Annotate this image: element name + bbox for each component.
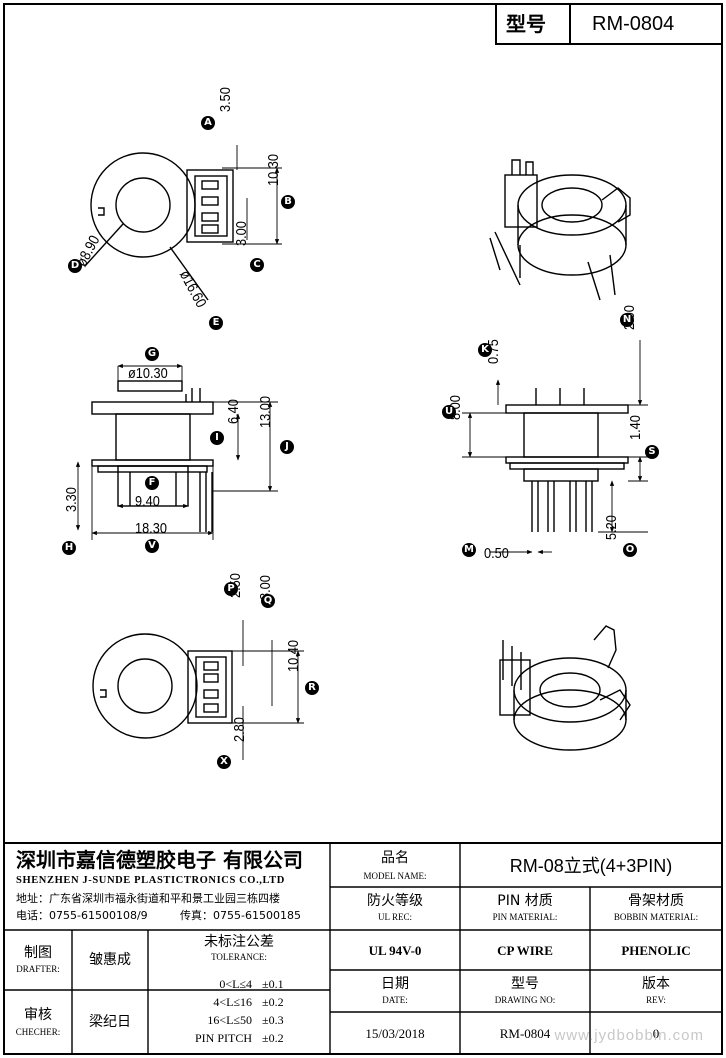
tolerance-label-en: TOLERANCE: (211, 952, 267, 962)
dimension-value-g: ø10.30 (128, 365, 168, 382)
drawing-no-value: RM-0804 (499, 1026, 551, 1041)
dimension-id-n: N (620, 313, 634, 327)
ul-label-cn: 防火等级 (367, 893, 423, 909)
bobbin-material-label-en: BOBBIN MATERIAL: (613, 912, 699, 922)
dimension-id-b: B (281, 195, 295, 209)
drafter-label-en: DRAFTER: (16, 964, 60, 974)
dimension-value-h: 3.30 (63, 487, 80, 512)
tolerance-value: ±0.1 (262, 977, 284, 991)
tolerance-value: ±0.3 (262, 1013, 284, 1027)
tolerance-range: PIN PITCH (194, 1031, 252, 1045)
dimension-id-d: D (68, 259, 82, 273)
dimension-value-b: 10.30 (265, 154, 282, 186)
dimension-value-a: 3.50 (217, 87, 234, 112)
model-name-label-cn: 品名 (381, 850, 409, 866)
tolerance-range: 4<L≤16 (213, 995, 252, 1009)
date-label-cn: 日期 (381, 976, 409, 992)
dimension-value-v: 18.30 (135, 520, 167, 537)
model-name-label-en: MODEL NAME: (363, 871, 427, 881)
drafter-label-cn: 制图 (24, 945, 52, 961)
dimension-id-c: C (250, 258, 264, 272)
top-view (84, 145, 282, 301)
iso-view-top (489, 159, 631, 301)
dimension-value-m: 0.50 (484, 545, 509, 562)
dimension-value-o: 5.20 (603, 515, 620, 540)
ul-label-en: UL REC: (378, 912, 412, 922)
dimension-id-q: Q (261, 594, 275, 608)
dimension-id-o: O (623, 543, 637, 557)
side-view (462, 340, 648, 555)
dimension-id-g: G (145, 347, 159, 361)
drawing-no-label-en: DRAWING NO: (494, 995, 556, 1005)
dimension-value-i: 6.40 (225, 399, 242, 424)
dimension-id-s: S (645, 445, 659, 459)
pin-material-value: CP WIRE (497, 943, 553, 958)
rev-label-cn: 版本 (642, 976, 670, 992)
dimension-value-r: 10.40 (285, 640, 302, 672)
company-name-cn: 深圳市嘉信德塑胶电子 有限公司 (16, 848, 303, 872)
dimension-id-p: P (224, 582, 238, 596)
company-phone: 电话：0755-61500108/9 (16, 909, 148, 922)
checker-label-cn: 审核 (24, 1007, 52, 1023)
pin-material-label-cn: PIN 材质 (497, 893, 553, 909)
bobbin-material-value: PHENOLIC (621, 943, 691, 958)
tolerance-range: 0<L≤4 (219, 977, 252, 991)
tolerance-label-cn: 未标注公差 (204, 934, 274, 950)
dimension-id-v: V (145, 539, 159, 553)
model-name-value: RM-08立式(4+3PIN) (509, 856, 673, 876)
dimension-value-f: 9.40 (135, 493, 160, 510)
dimension-value-j: 13.00 (257, 396, 274, 428)
bottom-view (92, 620, 304, 760)
dimension-id-i: I (210, 431, 224, 445)
company-address: 地址：广东省深圳市福永街道和平和景工业园三栋四楼 (16, 892, 280, 905)
dimension-id-r: R (305, 681, 319, 695)
drawing-no-label-cn: 型号 (511, 976, 539, 992)
dimension-id-h: H (62, 541, 76, 555)
bobbin-material-label-cn: 骨架材质 (628, 893, 684, 909)
rev-value: 0 (652, 1026, 660, 1041)
iso-view-bottom (499, 625, 631, 751)
pin-material-label-en: PIN MATERIAL: (492, 912, 558, 922)
dimension-id-k: K (478, 343, 492, 357)
date-label-en: DATE: (382, 995, 408, 1005)
dimension-value-s: 1.40 (627, 415, 644, 440)
dimension-id-u: U (442, 405, 456, 419)
date-value: 15/03/2018 (365, 1026, 425, 1041)
dimension-id-j: J (280, 440, 294, 454)
header-model-value: RM-0804 (592, 13, 675, 35)
dimension-id-f: F (145, 476, 159, 490)
drafter-name: 皱惠成 (89, 952, 131, 968)
dimension-id-e: E (209, 316, 223, 330)
company-fax: 传真：0755-61500185 (180, 909, 301, 922)
dimension-id-a: A (201, 116, 215, 130)
company-name-en: SHENZHEN J-SUNDE PLASTICTRONICS CO.,LTD (16, 875, 285, 886)
tolerance-value: ±0.2 (262, 1031, 284, 1045)
watermark: www.jydbobbin.com (554, 1027, 704, 1044)
dimension-value-x: 2.80 (231, 717, 248, 742)
tolerance-value: ±0.2 (262, 995, 284, 1009)
header-model-label: 型号 (506, 12, 546, 36)
tolerance-range: 16<L≤50 (207, 1013, 252, 1027)
checker-label-en: CHECHER: (15, 1027, 61, 1037)
dimension-id-m: M (462, 543, 476, 557)
ul-value: UL 94V-0 (368, 943, 422, 958)
rev-label-en: REV: (646, 995, 666, 1005)
title-block-grid (4, 842, 722, 1054)
front-view (75, 363, 278, 540)
dimension-id-x: X (217, 755, 231, 769)
dimension-value-c: 3.00 (233, 221, 250, 246)
checker-name: 梁纪日 (89, 1014, 131, 1030)
